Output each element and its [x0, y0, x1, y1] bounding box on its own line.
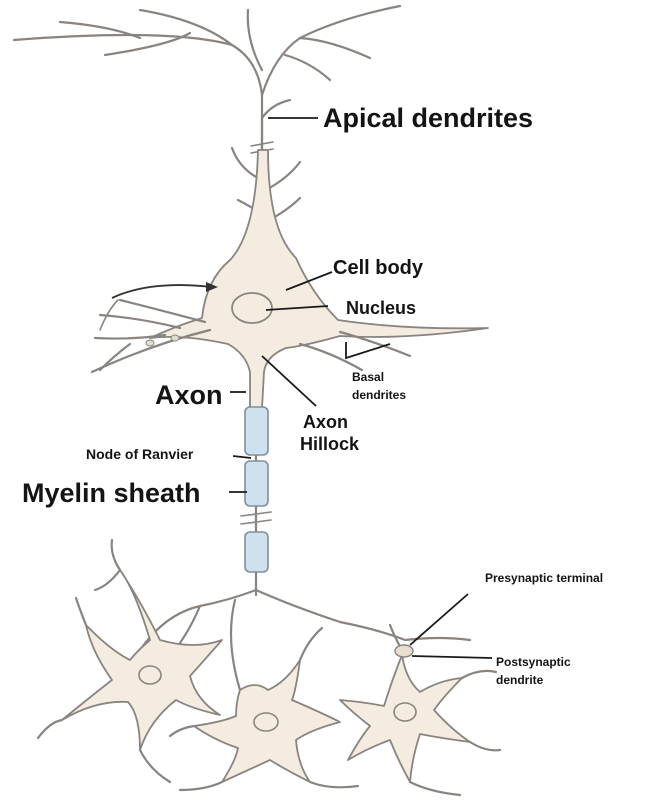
label-cell-body: Cell body	[333, 257, 424, 279]
target-neuron-right	[340, 655, 500, 795]
label-apical-dendrites: Apical dendrites	[323, 103, 533, 133]
myelin-segment-1	[245, 407, 268, 455]
label-node-of-ranvier: Node of Ranvier	[86, 446, 194, 462]
target-neuron-middle-nucleus	[254, 713, 278, 731]
label-basal-dendrites-line2: dendrites	[352, 388, 406, 402]
label-myelin-sheath: Myelin sheath	[22, 478, 201, 508]
target-neuron-left	[38, 540, 222, 782]
myelin-sheath	[241, 407, 271, 572]
target-neuron-right-nucleus	[394, 703, 416, 721]
label-postsynaptic-dendrite-line2: dendrite	[496, 673, 544, 687]
target-neuron-left-nucleus	[139, 666, 161, 684]
label-basal-dendrites-line1: Basal	[352, 370, 384, 384]
label-presynaptic-terminal: Presynaptic terminal	[485, 571, 603, 585]
label-axon: Axon	[155, 380, 223, 410]
labels: Apical dendrites Cell body Nucleus Axon …	[22, 103, 603, 687]
myelin-segment-3	[245, 532, 268, 572]
presynaptic-bulb	[395, 645, 413, 657]
label-axon-hillock-line1: Axon	[303, 412, 348, 432]
cell-body	[150, 150, 488, 408]
myelin-segment-2	[245, 461, 268, 506]
nucleus	[232, 293, 272, 323]
label-axon-hillock-line2: Hillock	[300, 434, 360, 454]
label-postsynaptic-dendrite-line1: Postsynaptic	[496, 655, 571, 669]
label-nucleus: Nucleus	[346, 298, 416, 318]
incoming-axon	[112, 285, 212, 298]
